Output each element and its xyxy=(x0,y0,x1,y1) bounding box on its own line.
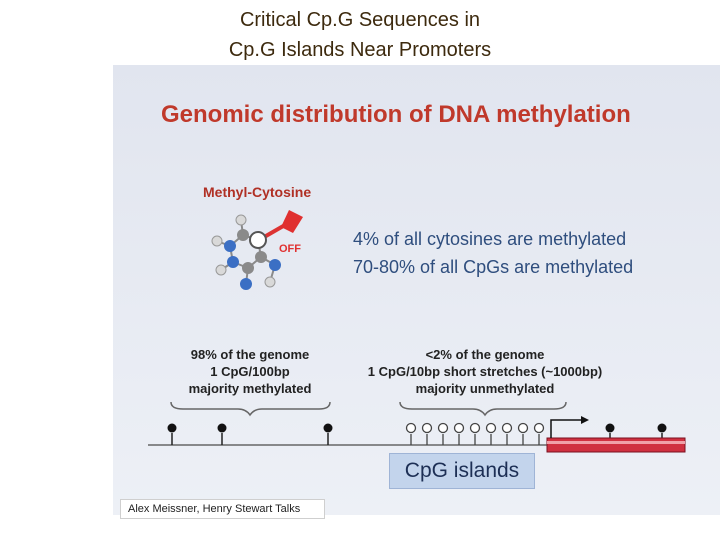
right-region-description: <2% of the genome 1 CpG/10bp short stret… xyxy=(345,346,625,397)
gene-bar xyxy=(546,437,686,453)
left-region-line-1: 98% of the genome xyxy=(190,347,310,362)
left-region-line-3: majority methylated xyxy=(188,381,312,396)
left-region-brace xyxy=(170,401,331,417)
off-label: OFF xyxy=(279,243,301,255)
methylation-figure: Genomic distribution of DNA methylation … xyxy=(113,65,720,515)
transcription-start-arrow xyxy=(550,419,581,438)
slide-title-line-2: Cp.G Islands Near Promoters xyxy=(228,39,492,61)
gene-bar-highlight xyxy=(547,441,685,444)
right-region-brace xyxy=(399,401,567,417)
unmethylated-cpg-markers xyxy=(405,422,545,445)
slide-title-line-1: Critical Cp.G Sequences in xyxy=(239,9,481,31)
atoms xyxy=(211,214,281,290)
right-region-line-1: <2% of the genome xyxy=(425,347,545,362)
left-region-description: 98% of the genome 1 CpG/100bp majority m… xyxy=(170,346,330,397)
methyl-cytosine-label: Methyl-Cytosine xyxy=(203,184,312,200)
right-region-line-2: 1 CpG/10bp short stretches (~1000bp) xyxy=(367,364,603,379)
cpg-islands-label: CpG islands xyxy=(404,459,520,482)
left-region-line-2: 1 CpG/100bp xyxy=(210,364,290,379)
arrowhead-icon xyxy=(581,416,589,424)
figure-title: Genomic distribution of DNA methylation xyxy=(161,101,631,128)
credit-caption: Alex Meissner, Henry Stewart Talks xyxy=(120,499,325,519)
molecule-diagram: OFF xyxy=(148,210,686,453)
credit-text: Alex Meissner, Henry Stewart Talks xyxy=(128,503,301,515)
cpg-islands-box: CpG islands xyxy=(389,453,535,489)
cytosine-methylation-stat: 4% of all cytosines are methylated xyxy=(353,229,627,249)
right-region-line-3: majority unmethylated xyxy=(415,381,555,396)
methyl-marker-icon xyxy=(281,210,303,233)
cpg-methylation-stat: 70-80% of all CpGs are methylated xyxy=(353,257,634,277)
